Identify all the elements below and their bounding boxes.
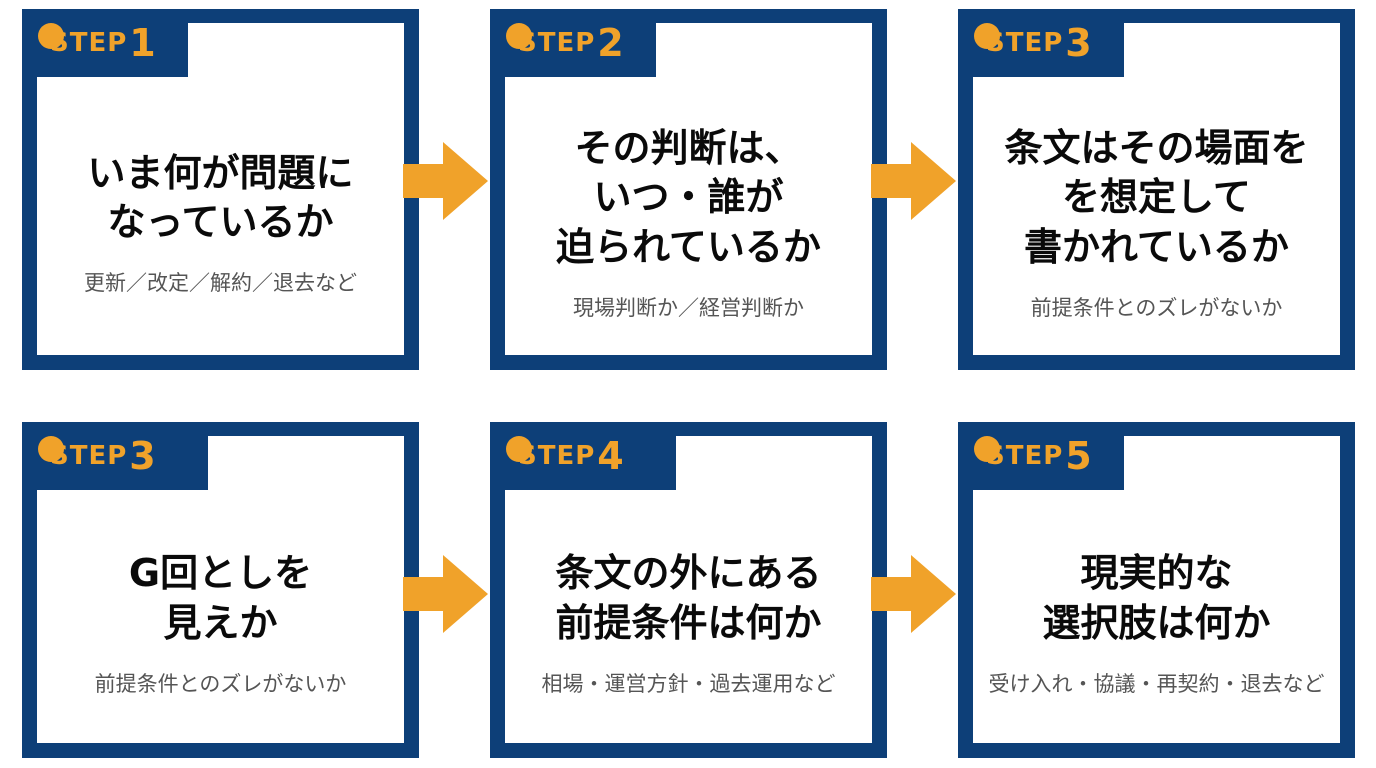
- step-title: 条文はその場面をを想定して書かれているか: [1004, 124, 1308, 272]
- step-title: 条文の外にある前提条件は何か: [555, 549, 821, 648]
- step-number: 3: [129, 434, 156, 478]
- arrow-right-icon: [871, 142, 956, 220]
- step-label: STEP: [518, 28, 596, 58]
- step-label: STEP: [986, 441, 1064, 471]
- step-content: G回としを見えか 前提条件とのズレがないか: [37, 504, 404, 743]
- circle-icon: [974, 23, 1000, 49]
- step-content: 現実的な選択肢は何か 受け入れ・協議・再契約・退去など: [973, 504, 1340, 743]
- step-subtitle: 前提条件とのズレがないか: [94, 671, 347, 696]
- step-number: 4: [597, 434, 624, 478]
- step-subtitle: 前提条件とのズレがないか: [1030, 296, 1283, 321]
- step-title-line: いま何が問題に: [87, 150, 354, 195]
- step-content: 条文はその場面をを想定して書かれているか 前提条件とのズレがないか: [973, 91, 1340, 355]
- circle-icon: [38, 436, 64, 462]
- step-title: その判断は、いつ・誰が迫られているか: [556, 124, 821, 272]
- step-tab: STEP 3: [958, 9, 1124, 77]
- step-card-body: [37, 23, 404, 355]
- circle-icon: [506, 23, 532, 49]
- step-label: STEP: [986, 28, 1064, 58]
- step-title-line: を想定して: [1062, 175, 1251, 220]
- step-tab: STEP 3: [22, 422, 208, 490]
- step-subtitle: 相場・運営方針・過去運用など: [541, 671, 836, 696]
- step-number: 1: [129, 21, 156, 65]
- step-title-line: 条文の外にある: [555, 551, 822, 596]
- step-card: STEP 4 条文の外にある前提条件は何か 相場・運営方針・過去運用など: [490, 422, 887, 758]
- step-card: STEP 1 いま何が問題になっているか 更新／改定／解約／退去など: [22, 9, 419, 370]
- circle-icon: [38, 23, 64, 49]
- arrow-right-icon: [403, 555, 488, 633]
- step-title-line: 選択肢は何か: [1042, 600, 1271, 645]
- step-content: その判断は、いつ・誰が迫られているか 現場判断か／経営判断か: [505, 91, 872, 355]
- step-tab: STEP 2: [490, 9, 656, 77]
- step-card: STEP 5 現実的な選択肢は何か 受け入れ・協議・再契約・退去など: [958, 422, 1355, 758]
- step-label: STEP: [518, 441, 596, 471]
- step-content: いま何が問題になっているか 更新／改定／解約／退去など: [37, 91, 404, 355]
- step-title-line: その判断は、: [574, 125, 803, 170]
- step-tab: STEP 1: [22, 9, 188, 77]
- circle-icon: [974, 436, 1000, 462]
- step-title: いま何が問題になっているか: [87, 149, 353, 248]
- step-card: STEP 2 その判断は、いつ・誰が迫られているか 現場判断か／経営判断か: [490, 9, 887, 370]
- arrow-right-icon: [403, 142, 488, 220]
- step-label: STEP: [50, 28, 128, 58]
- step-subtitle: 受け入れ・協議・再契約・退去など: [988, 671, 1325, 696]
- step-title-line: 条文はその場面を: [1004, 125, 1309, 170]
- step-title-line: 書かれているか: [1024, 224, 1289, 269]
- step-title-line: 前提条件は何か: [555, 600, 822, 645]
- step-title: G回としを見えか: [129, 549, 312, 648]
- step-content: 条文の外にある前提条件は何か 相場・運営方針・過去運用など: [505, 504, 872, 743]
- step-card-body: [973, 23, 1340, 355]
- step-title-line: 現実的な: [1080, 551, 1233, 596]
- arrow-right-icon: [871, 555, 956, 633]
- step-label: STEP: [50, 441, 128, 471]
- step-tab: STEP 5: [958, 422, 1124, 490]
- circle-icon: [506, 436, 532, 462]
- step-card: STEP 3 条文はその場面をを想定して書かれているか 前提条件とのズレがないか: [958, 9, 1355, 370]
- step-title-line: G回としを: [128, 551, 313, 596]
- step-title-line: 迫られているか: [556, 224, 821, 269]
- step-tab: STEP 4: [490, 422, 676, 490]
- step-subtitle: 現場判断か／経営判断か: [573, 296, 804, 321]
- step-card-body: [505, 23, 872, 355]
- step-title-line: 見えか: [163, 600, 278, 645]
- step-title-line: なっているか: [107, 200, 334, 244]
- step-title-line: いつ・誰が: [593, 175, 784, 220]
- step-number: 3: [1065, 21, 1092, 65]
- step-number: 2: [597, 21, 624, 65]
- step-card: STEP 3 G回としを見えか 前提条件とのズレがないか: [22, 422, 419, 758]
- step-subtitle: 更新／改定／解約／退去など: [84, 271, 357, 296]
- step-number: 5: [1065, 434, 1092, 478]
- step-title: 現実的な選択肢は何か: [1042, 549, 1270, 648]
